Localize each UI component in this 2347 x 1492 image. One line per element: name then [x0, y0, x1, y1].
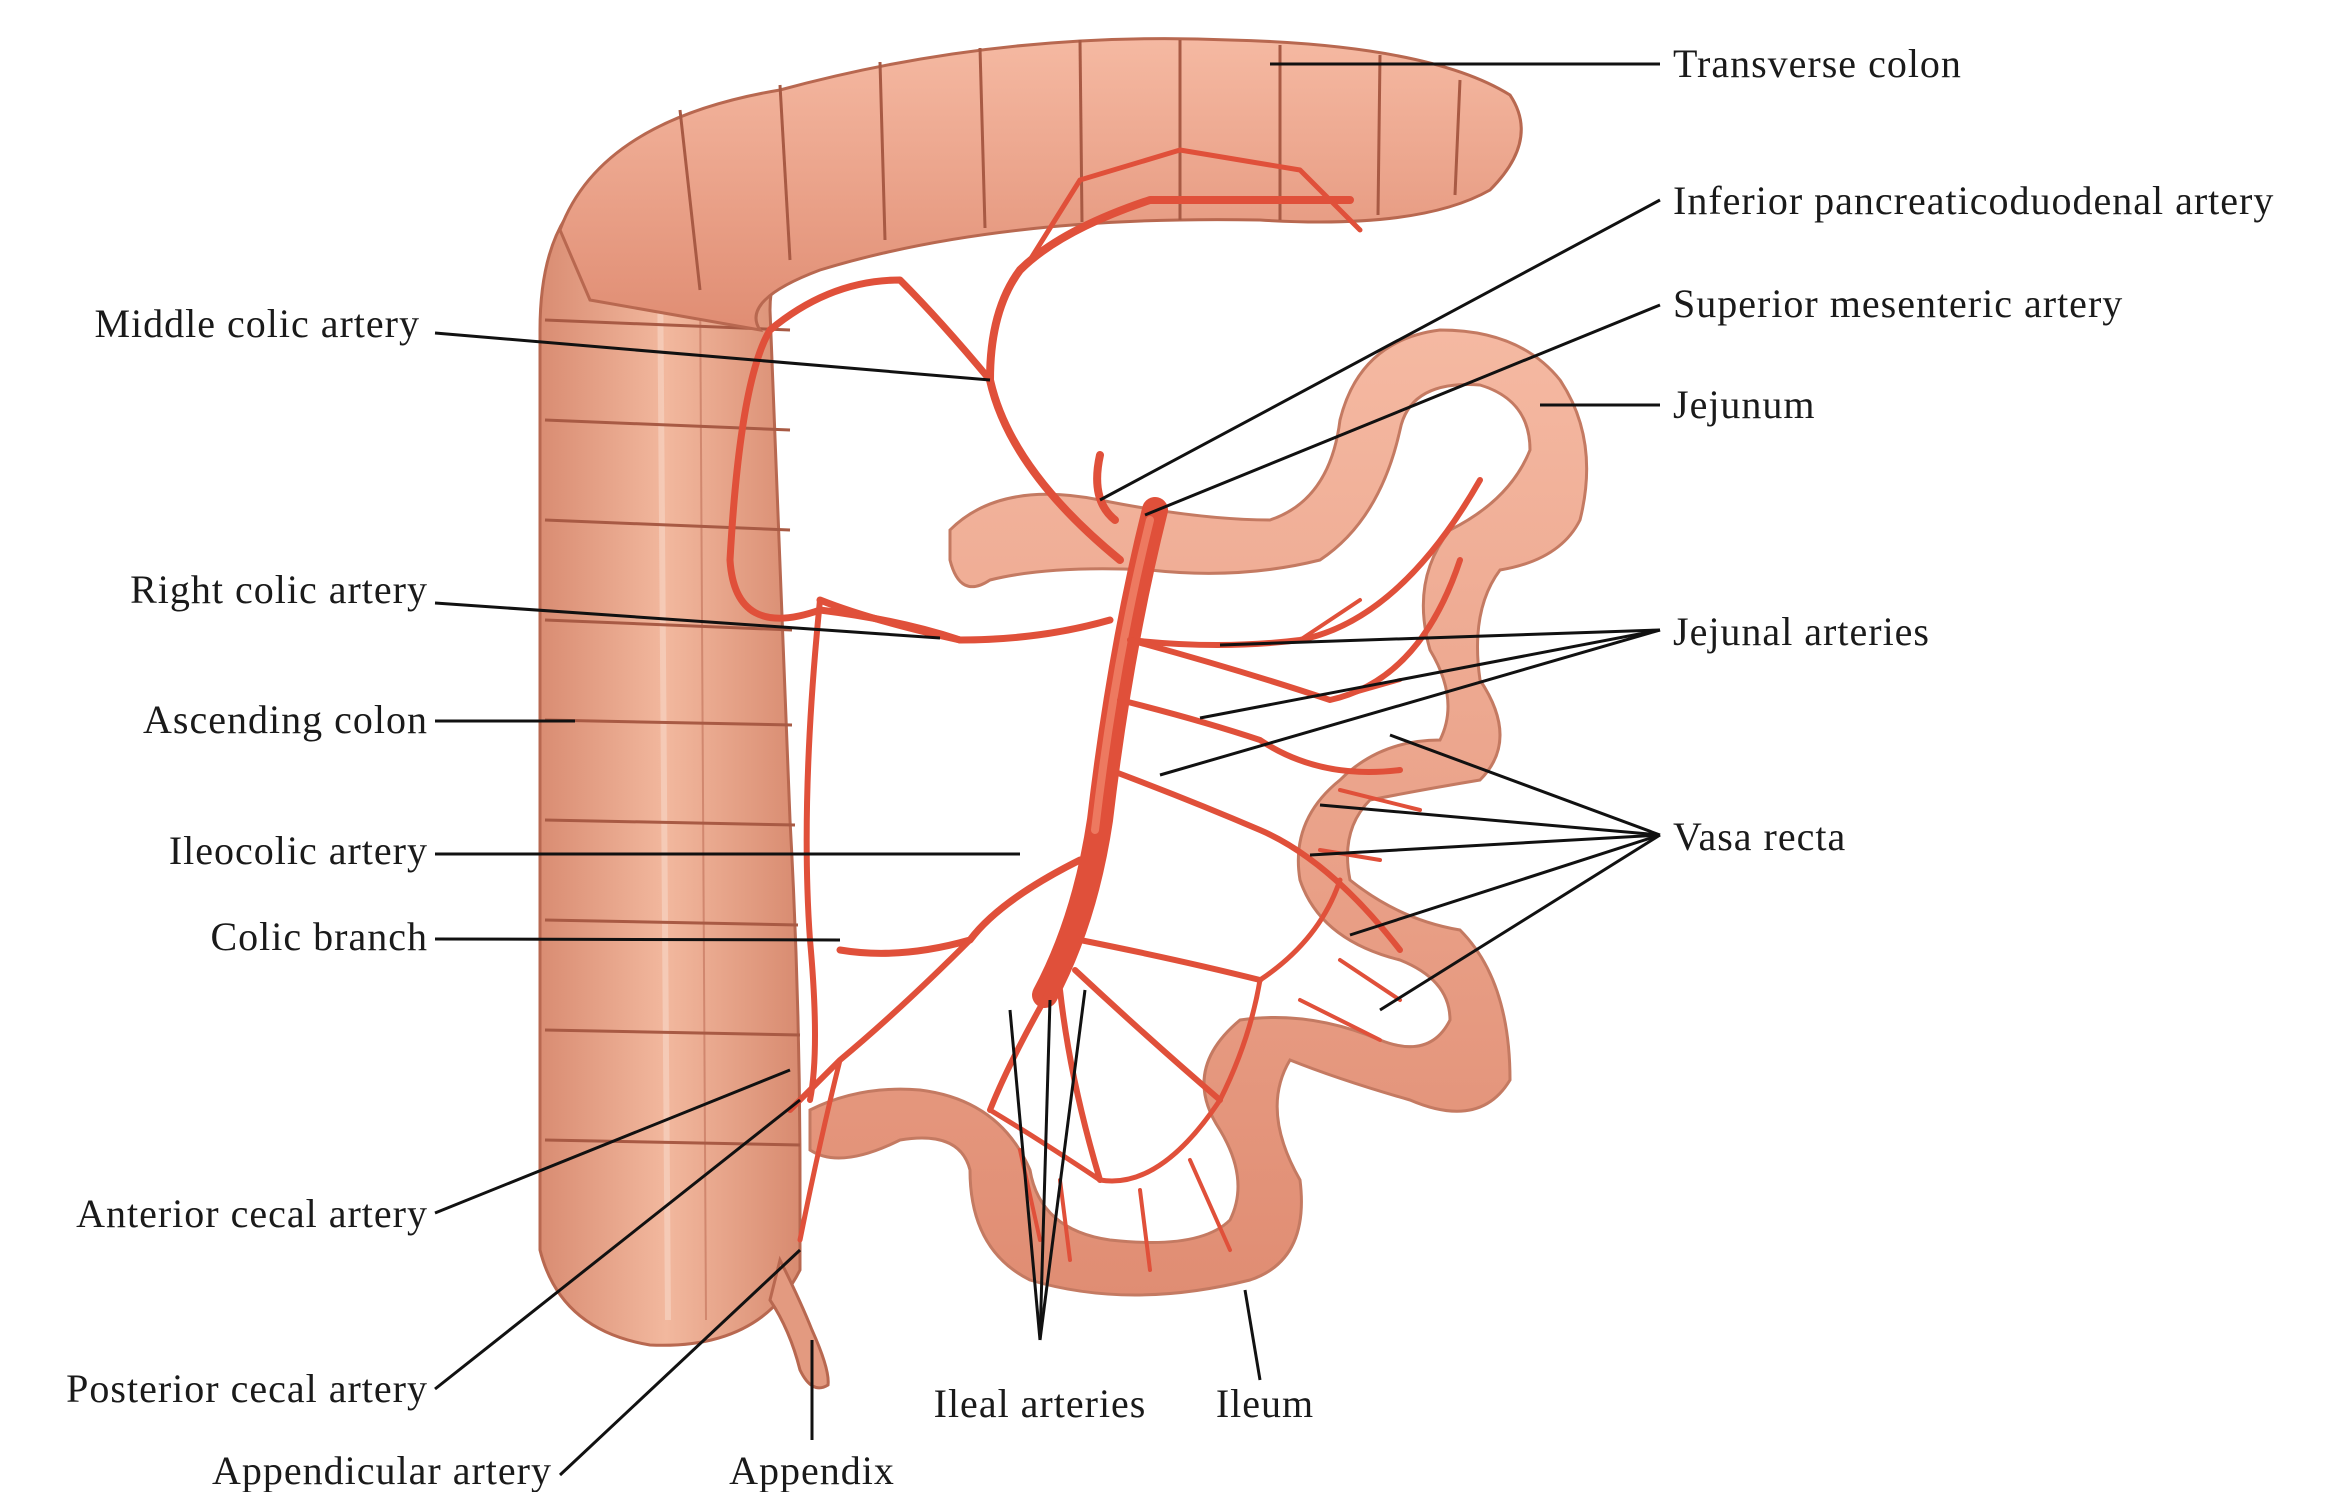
label-right-colic-artery: Right colic artery [130, 567, 428, 612]
label-vasa-recta: Vasa recta [1673, 814, 1846, 859]
label-anterior-cecal-artery: Anterior cecal artery [76, 1191, 428, 1236]
small-intestine-shape [810, 330, 1587, 1295]
label-colic-branch: Colic branch [211, 914, 429, 959]
label-ileum: Ileum [1216, 1381, 1314, 1426]
label-posterior-cecal-artery: Posterior cecal artery [66, 1366, 428, 1411]
label-ileal-arteries: Ileal arteries [934, 1381, 1147, 1426]
label-jejunal-arteries: Jejunal arteries [1673, 609, 1930, 654]
label-jejunum: Jejunum [1673, 382, 1816, 427]
label-transverse-colon: Transverse colon [1673, 41, 1962, 86]
label-inferior-pancreaticoduodenal-artery: Inferior pancreaticoduodenal artery [1673, 178, 2274, 223]
appendix-shape [770, 1260, 828, 1388]
label-appendicular-artery: Appendicular artery [212, 1448, 552, 1492]
label-middle-colic-artery: Middle colic artery [94, 301, 420, 346]
label-superior-mesenteric-artery: Superior mesenteric artery [1673, 281, 2123, 326]
label-ascending-colon: Ascending colon [143, 697, 428, 742]
label-ileocolic-artery: Ileocolic artery [169, 828, 428, 873]
ileocolic-artery [840, 860, 1080, 953]
label-appendix: Appendix [729, 1448, 895, 1492]
